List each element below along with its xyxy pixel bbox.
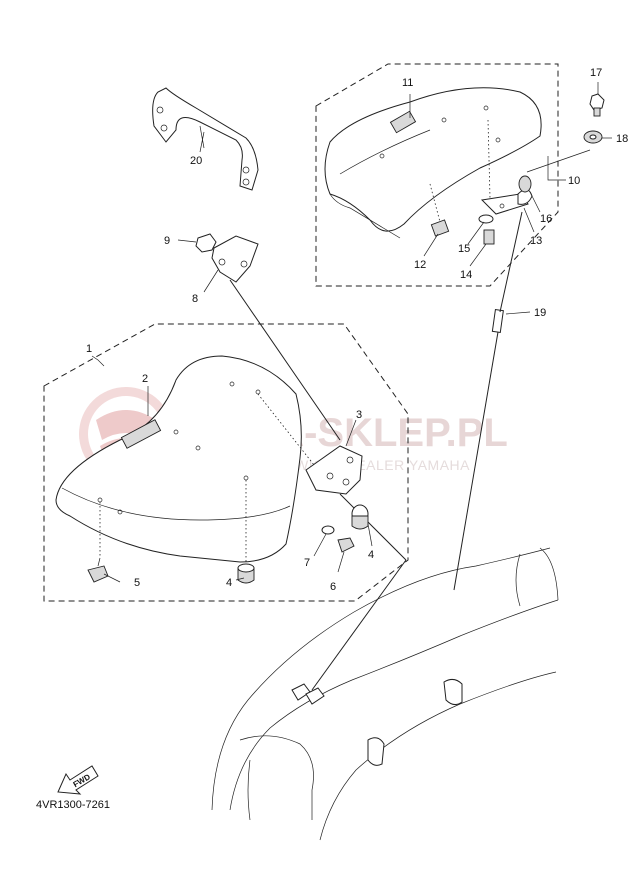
- callout-4-front: 4: [226, 577, 232, 589]
- callout-20: 20: [190, 155, 202, 167]
- callout-11: 11: [402, 77, 413, 89]
- callout-10: 10: [568, 175, 580, 187]
- callout-17: 17: [590, 67, 602, 79]
- rear-seat-group-outline: [315, 63, 559, 287]
- washer-18-part: [583, 130, 603, 144]
- washer-7-part: [321, 525, 335, 535]
- callout-8: 8: [192, 293, 198, 305]
- callout-16: 16: [540, 213, 552, 225]
- front-seat-part: [55, 355, 319, 568]
- fwd-arrow-icon: FWD: [57, 765, 99, 795]
- bolt-17-part: [589, 93, 605, 117]
- callout-5: 5: [134, 577, 140, 589]
- callout-19: 19: [534, 307, 546, 319]
- callout-9: 9: [164, 235, 170, 247]
- grab-bar-part: [152, 87, 259, 191]
- damper-4-rear-part: [351, 504, 369, 530]
- cable-19-part: [453, 211, 523, 591]
- callout-13: 13: [530, 235, 542, 247]
- callout-6: 6: [330, 581, 336, 593]
- damper-4-front-part: [237, 563, 255, 584]
- callout-2: 2: [142, 373, 148, 385]
- bracket-8-part: [211, 235, 341, 441]
- bolt-9-part: [195, 233, 217, 253]
- callout-1: 1: [86, 343, 92, 355]
- callout-7: 7: [304, 557, 310, 569]
- rear-seat-part: [324, 87, 542, 239]
- callout-15: 15: [458, 243, 470, 255]
- leader-lines: [91, 82, 612, 583]
- callouts: 1 2 3 4 4 5 6 7 8 9 10 11 12 13 14 15 16…: [86, 67, 628, 593]
- bolt-5-part: [87, 557, 109, 583]
- callout-12: 12: [414, 259, 426, 271]
- bolt-6-part: [337, 537, 355, 553]
- bracket-3-part: [305, 445, 407, 691]
- diagram-code: 4VR1300-7261: [36, 799, 110, 811]
- callout-14: 14: [460, 269, 472, 281]
- frame-fender-outline: [211, 547, 559, 841]
- callout-18: 18: [616, 133, 628, 145]
- callout-3: 3: [356, 409, 362, 421]
- callout-4-rear: 4: [368, 549, 374, 561]
